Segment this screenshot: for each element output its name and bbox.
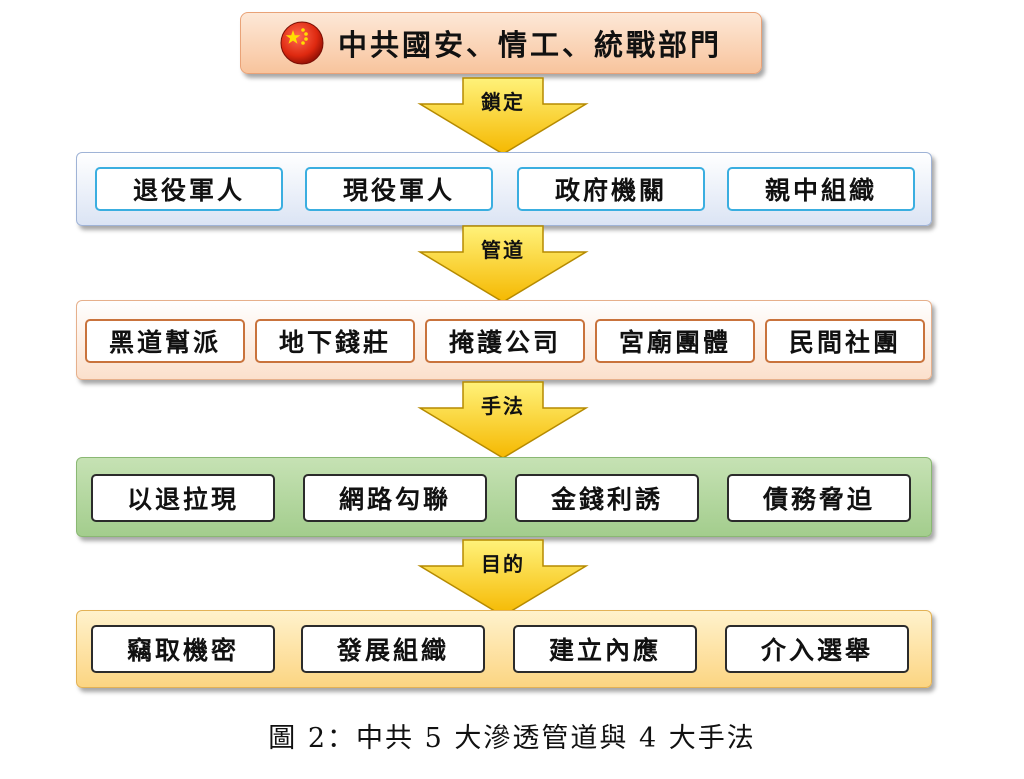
target-item-active-military: 現役軍人: [305, 167, 493, 211]
arrow-label-method: 手法: [481, 394, 525, 418]
china-flag-icon: [280, 21, 324, 65]
channel-item-civil-society: 民間社團: [765, 319, 925, 363]
method-band: 以退拉現 網路勾聯 金錢利誘 債務脅迫: [76, 457, 932, 537]
arrow-lock: 鎖定: [417, 77, 589, 155]
purpose-item-steal-secrets: 竊取機密: [91, 625, 275, 673]
channel-item-underground-bank: 地下錢莊: [255, 319, 415, 363]
figure-caption: 圖 2：中共 5 大滲透管道與 4 大手法: [268, 723, 756, 754]
method-item-money-lure: 金錢利誘: [515, 474, 699, 522]
arrow-channel: 管道: [417, 225, 589, 303]
arrow-down-icon: [417, 381, 589, 459]
purpose-item-insider: 建立內應: [513, 625, 697, 673]
method-item-retired-recruit-active: 以退拉現: [91, 474, 275, 522]
channel-band: 黑道幫派 地下錢莊 掩護公司 宮廟團體 民間社團: [76, 300, 932, 380]
arrow-label-purpose: 目的: [481, 552, 525, 576]
target-item-pro-china-org: 親中組織: [727, 167, 915, 211]
purpose-item-election-interference: 介入選舉: [725, 625, 909, 673]
channel-item-temple-group: 宮廟團體: [595, 319, 755, 363]
target-item-retired-military: 退役軍人: [95, 167, 283, 211]
purpose-item-develop-org: 發展組織: [301, 625, 485, 673]
target-item-government: 政府機關: [517, 167, 705, 211]
purpose-band: 竊取機密 發展組織 建立內應 介入選舉: [76, 610, 932, 688]
arrow-down-icon: [417, 225, 589, 303]
channel-item-gangs: 黑道幫派: [85, 319, 245, 363]
arrow-label-channel: 管道: [481, 238, 525, 262]
arrow-purpose: 目的: [417, 539, 589, 617]
arrow-method: 手法: [417, 381, 589, 459]
method-item-debt-coercion: 債務脅迫: [727, 474, 911, 522]
target-band: 退役軍人 現役軍人 政府機關 親中組織: [76, 152, 932, 226]
arrow-label-lock: 鎖定: [481, 90, 525, 114]
channel-item-front-company: 掩護公司: [425, 319, 585, 363]
arrow-down-icon: [417, 539, 589, 617]
top-box: 中共國安、情工、統戰部門: [240, 12, 762, 74]
method-item-online-contact: 網路勾聯: [303, 474, 487, 522]
top-title: 中共國安、情工、統戰部門: [337, 28, 722, 62]
arrow-down-icon: [417, 77, 589, 155]
